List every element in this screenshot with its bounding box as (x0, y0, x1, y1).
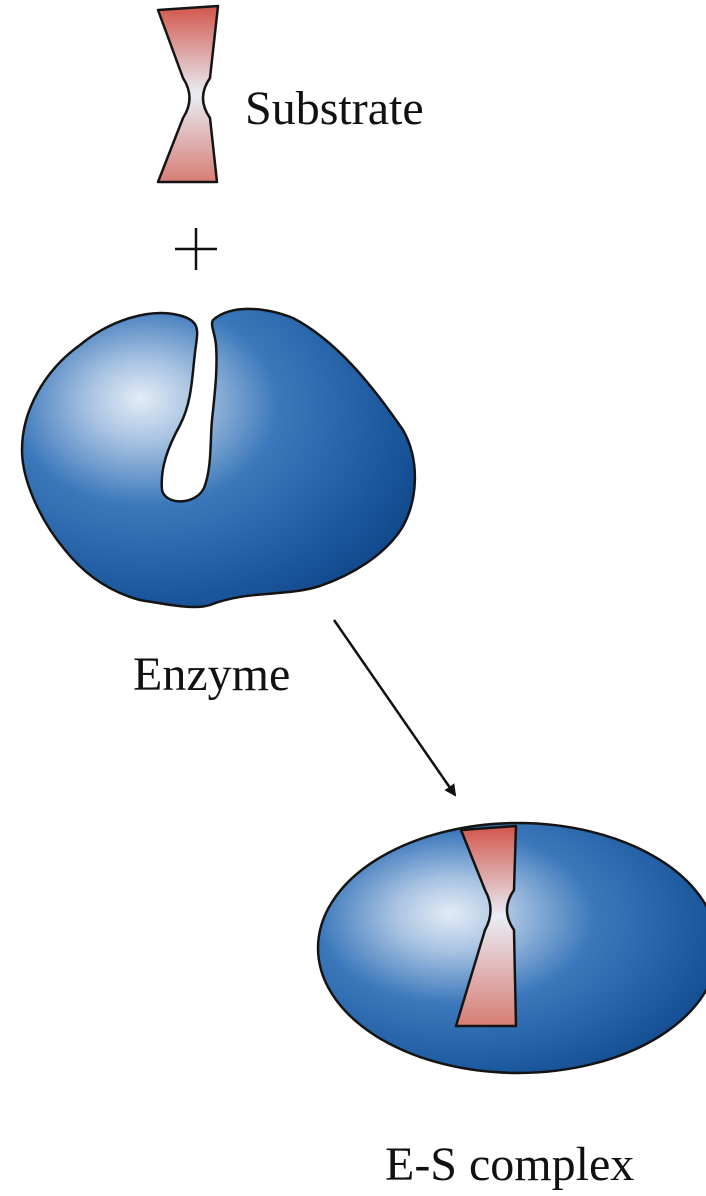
plus-sign (175, 228, 217, 270)
complex-label: E-S complex (385, 1138, 634, 1191)
enzyme-label: Enzyme (133, 648, 290, 701)
substrate-label: Substrate (245, 82, 424, 135)
substrate-shape (158, 6, 218, 182)
es-complex (318, 823, 706, 1073)
reaction-arrow (334, 620, 455, 795)
enzyme-shape (22, 309, 415, 607)
